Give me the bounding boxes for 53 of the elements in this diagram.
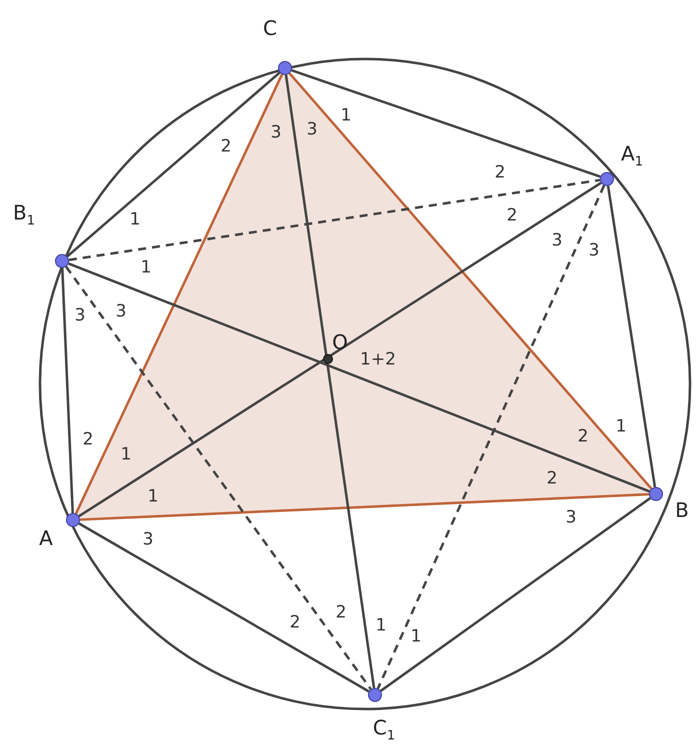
dashed-segment: [65, 266, 372, 690]
angle-label: 3: [142, 532, 154, 548]
angle-label: 1: [120, 446, 132, 464]
point-dot: [368, 688, 382, 702]
angle-label: 1: [148, 488, 158, 506]
angle-label: 2: [546, 470, 558, 488]
angle-label: 2: [220, 138, 232, 156]
angle-label: 1: [376, 618, 386, 634]
point-label: O: [332, 332, 348, 352]
angle-label: 2: [82, 432, 94, 448]
segment: [291, 69, 601, 178]
point-label: B: [675, 500, 689, 520]
point-label: B$_{1}$: [13, 202, 35, 228]
segment: [80, 493, 650, 521]
dashed-segment: [376, 184, 606, 690]
point-dot: [600, 172, 614, 186]
segment: [606, 186, 656, 488]
angle-label: 3: [74, 308, 86, 324]
angle-label: 1: [340, 108, 352, 124]
angle-label: 1+2: [360, 352, 396, 368]
angle-label: 2: [336, 604, 346, 622]
segment: [78, 522, 370, 693]
dashed-segment: [68, 178, 600, 262]
segment: [288, 72, 652, 490]
angle-label: 1: [130, 212, 140, 228]
angle-label: 2: [290, 614, 300, 632]
angle-label: 2: [506, 208, 518, 224]
segment: [68, 262, 650, 493]
angle-label: 3: [270, 124, 282, 142]
point-label: C: [263, 18, 277, 38]
angle-label: 2: [578, 428, 588, 446]
angle-label: 3: [116, 304, 126, 320]
angle-label: 3: [306, 122, 318, 138]
point-label: C$_{1}$: [372, 718, 396, 742]
segment: [61, 268, 74, 514]
segment: [74, 74, 284, 514]
angle-label: 1: [616, 418, 626, 436]
segment: [66, 72, 281, 258]
segment: [284, 74, 376, 688]
angle-label: 3: [588, 242, 600, 260]
segment: [78, 182, 602, 518]
point-dot: [278, 61, 292, 75]
point-label: A$_{1}$: [621, 144, 643, 168]
angle-label: 1: [410, 628, 422, 646]
angle-label: 1: [140, 260, 152, 276]
point-label: A: [39, 528, 53, 548]
angle-label: 2: [494, 164, 506, 182]
angle-label: 3: [552, 232, 562, 250]
angle-label: 3: [566, 510, 576, 526]
segment: [380, 497, 652, 692]
point-dot: [55, 254, 69, 268]
point-dot: [66, 513, 80, 527]
point-dot: [649, 487, 663, 501]
